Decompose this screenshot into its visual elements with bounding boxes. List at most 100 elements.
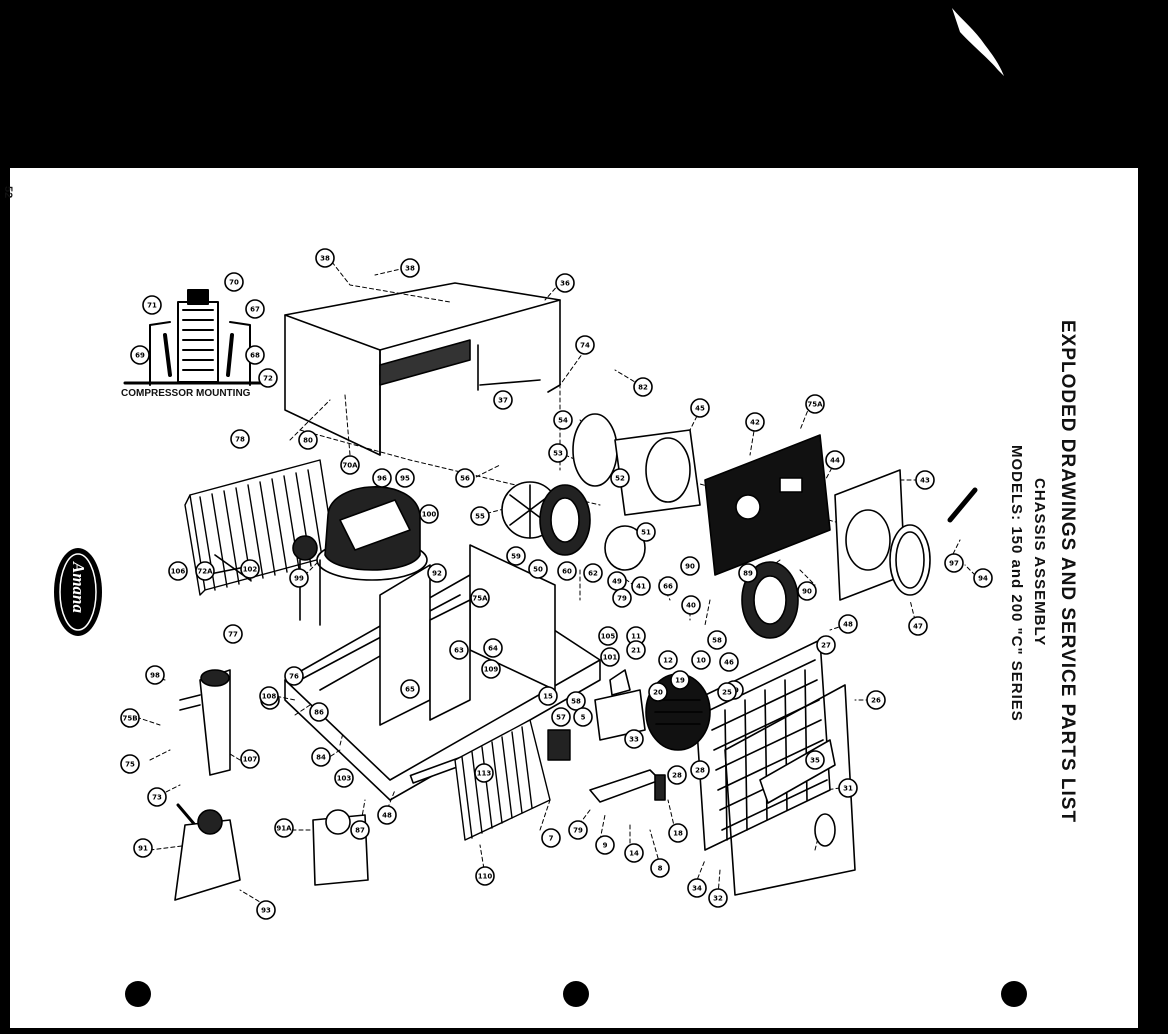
callout-circle: [145, 665, 165, 685]
callout-label: 91A: [276, 825, 292, 833]
part-callout: 77: [223, 624, 243, 644]
callout-label: 109: [484, 666, 499, 674]
part-callout: 48: [377, 805, 397, 825]
callout-label: 38: [320, 255, 330, 263]
part-callout: 40: [681, 595, 701, 615]
callout-circle: [245, 299, 265, 319]
callout-circle: [538, 686, 558, 706]
callout-label: 58: [712, 637, 722, 645]
page-number: 52: [2, 186, 14, 199]
callout-label: 75B: [122, 715, 137, 723]
callout-circle: [130, 345, 150, 365]
callout-circle: [258, 368, 278, 388]
callout-label: 77: [228, 631, 238, 639]
part-callout: 74: [575, 335, 595, 355]
callout-circle: [745, 412, 765, 432]
callout-circle: [427, 563, 447, 583]
callout-label: 79: [573, 827, 583, 835]
part-callout: 110: [475, 866, 495, 886]
callout-label: 86: [314, 709, 324, 717]
callout-label: 5: [581, 714, 586, 722]
callout-circle: [240, 749, 260, 769]
callout-label: 53: [553, 450, 563, 458]
callout-circle: [470, 506, 490, 526]
callout-circle: [658, 650, 678, 670]
callout-circle: [624, 729, 644, 749]
callout-circle: [612, 588, 632, 608]
callout-circle: [944, 553, 964, 573]
part-callout: 80: [298, 430, 318, 450]
callout-label: 71: [147, 302, 157, 310]
callout-circle: [719, 652, 739, 672]
amana-logo: [54, 548, 102, 636]
callout-label: 38: [405, 265, 415, 273]
callout-circle: [555, 273, 575, 293]
part-callout: 98: [145, 665, 165, 685]
part-callout: 68: [245, 345, 265, 365]
callout-label: 9: [603, 842, 608, 850]
callout-circle: [816, 635, 836, 655]
callout-label: 33: [629, 736, 639, 744]
part-callout: 71: [142, 295, 162, 315]
part-callout: 41: [631, 576, 651, 596]
part-callout: 64: [483, 638, 503, 658]
callout-label: 34: [692, 885, 702, 893]
part-callout: 46: [719, 652, 739, 672]
callout-circle: [142, 295, 162, 315]
callout-circle: [230, 429, 250, 449]
callout-label: 18: [673, 830, 683, 838]
callout-circle: [147, 787, 167, 807]
callout-circle: [568, 820, 588, 840]
part-callout: 55: [470, 506, 490, 526]
callout-circle: [866, 690, 886, 710]
part-callout: 99: [289, 568, 309, 588]
part-callout: 101: [600, 647, 620, 667]
callout-label: 108: [262, 693, 277, 701]
callout-circle: [650, 858, 670, 878]
callout-label: 93: [261, 907, 271, 915]
part-callout: 58: [707, 630, 727, 650]
callout-label: 42: [750, 419, 760, 427]
callout-circle: [168, 561, 188, 581]
callout-label: 48: [382, 812, 392, 820]
callout-circle: [583, 563, 603, 583]
part-callout: 102: [240, 559, 260, 579]
part-callout: 93: [256, 900, 276, 920]
callout-circle: [483, 638, 503, 658]
models-line: MODELS: 150 and 200 "C" SERIES: [1008, 445, 1025, 722]
part-callout: 14: [624, 843, 644, 863]
callout-circle: [493, 390, 513, 410]
partition-panel: [704, 434, 831, 576]
part-callout: 45: [690, 398, 710, 418]
callout-label: 66: [663, 583, 673, 591]
blower-assembly: [501, 413, 799, 639]
callout-circle: [315, 248, 335, 268]
callout-circle: [224, 272, 244, 292]
callout-circle: [595, 835, 615, 855]
callout-circle: [334, 768, 354, 788]
callout-circle: [419, 504, 439, 524]
callout-label: 103: [337, 775, 352, 783]
callout-circle: [528, 559, 548, 579]
callout-circle: [687, 878, 707, 898]
callout-circle: [658, 576, 678, 596]
callout-circle: [598, 626, 618, 646]
callout-label: 44: [830, 457, 840, 465]
page-subtitle: CHASSIS ASSEMBLY: [1031, 478, 1048, 647]
callout-circle: [908, 616, 928, 636]
part-callout: 72A: [195, 561, 215, 581]
compressor: [292, 486, 428, 626]
callout-label: 48: [843, 621, 853, 629]
callout-label: 36: [560, 280, 570, 288]
part-callout: 48: [838, 614, 858, 634]
callout-circle: [633, 377, 653, 397]
part-callout: 60: [557, 561, 577, 581]
cabinet-shell: [284, 282, 561, 456]
callout-circle: [289, 568, 309, 588]
callout-circle: [400, 258, 420, 278]
part-callout: 65: [400, 679, 420, 699]
callout-circle: [667, 765, 687, 785]
callout-label: 49: [612, 578, 622, 586]
callout-label: 51: [641, 529, 651, 537]
callout-circle: [377, 805, 397, 825]
